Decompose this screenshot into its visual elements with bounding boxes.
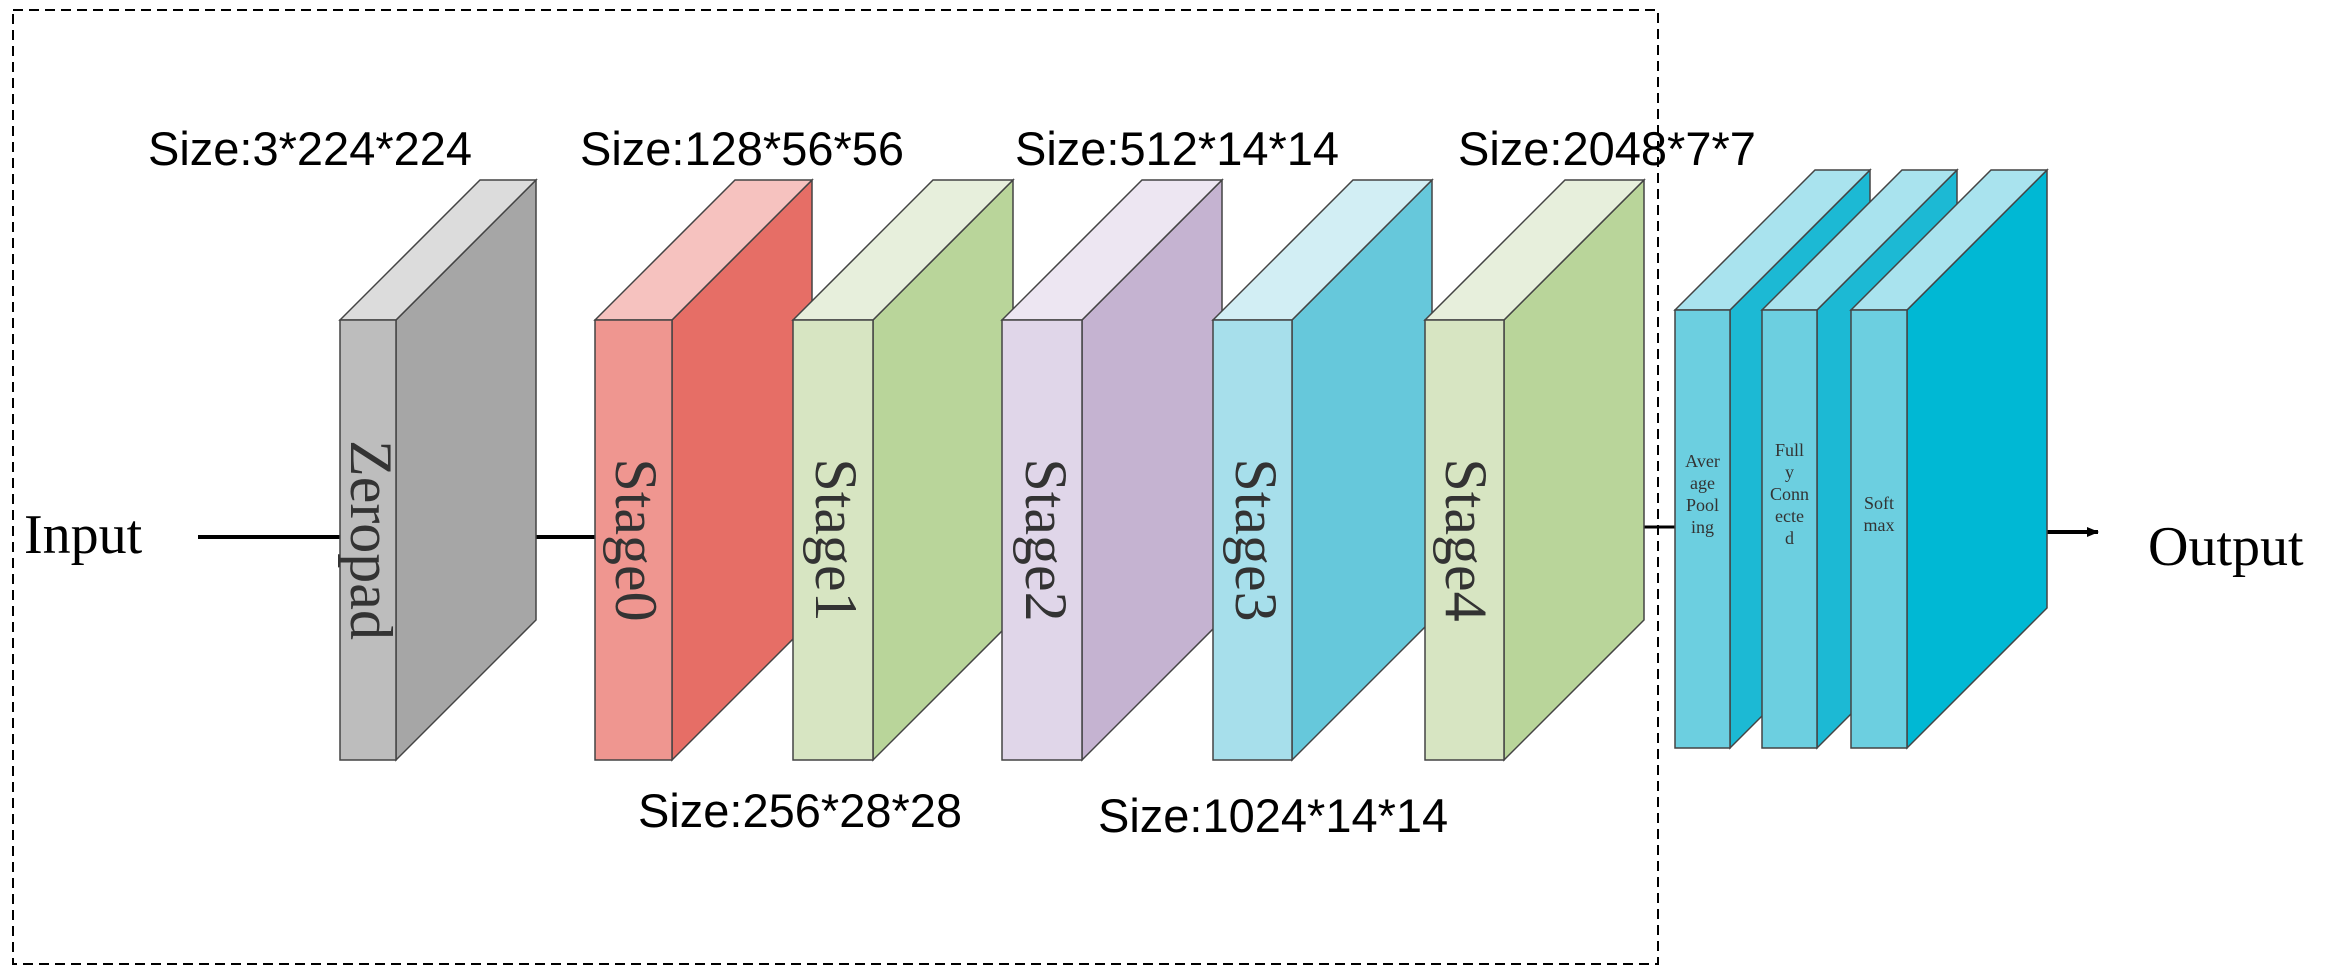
head-block-fully-connected-front bbox=[1761, 309, 1818, 749]
size-label-stage1: Size:256*28*28 bbox=[638, 784, 962, 837]
block-stage0-label: Stage0 bbox=[603, 458, 669, 621]
size-label-input: Size:3*224*224 bbox=[148, 122, 472, 175]
head-block-average-pooling-front bbox=[1674, 309, 1731, 749]
block-stage4-label: Stage4 bbox=[1433, 458, 1499, 621]
block-stage3: Stage3 bbox=[1211, 178, 1434, 762]
block-zeropad-label: Zeropad bbox=[338, 440, 404, 640]
block-stage1: Stage1 bbox=[791, 178, 1015, 762]
backbone-dashed-box bbox=[12, 9, 1659, 965]
block-stage4: Stage4 bbox=[1423, 178, 1646, 762]
size-label-stage3: Size:1024*14*14 bbox=[1098, 789, 1448, 842]
output-label: Output bbox=[2148, 516, 2304, 578]
block-stage0: Stage0 bbox=[593, 178, 814, 762]
block-stage4-front bbox=[1424, 319, 1505, 761]
block-stage3-label: Stage3 bbox=[1223, 458, 1289, 621]
size-label-stage0: Size:128*56*56 bbox=[580, 122, 904, 175]
block-stage2-label: Stage2 bbox=[1013, 458, 1079, 621]
block-stage2-front bbox=[1001, 319, 1083, 761]
block-zeropad-front bbox=[339, 319, 397, 761]
block-stage3-front bbox=[1212, 319, 1293, 761]
block-stage1-label: Stage1 bbox=[803, 458, 869, 621]
size-label-stage2: Size:512*14*14 bbox=[1015, 122, 1339, 175]
input-label: Input bbox=[24, 504, 143, 566]
head-block-softmax-front bbox=[1850, 309, 1908, 749]
block-stage0-front bbox=[594, 319, 673, 761]
size-label-stage4: Size:2048*7*7 bbox=[1458, 122, 1756, 175]
block-stage1-front bbox=[792, 319, 874, 761]
block-stage2: Stage2 bbox=[1000, 178, 1224, 762]
backbone-blocks: Zeropad Stage0 Stage1 Stage2 Stage3 Stage4 bbox=[338, 178, 1646, 762]
block-zeropad: Zeropad bbox=[338, 178, 538, 762]
